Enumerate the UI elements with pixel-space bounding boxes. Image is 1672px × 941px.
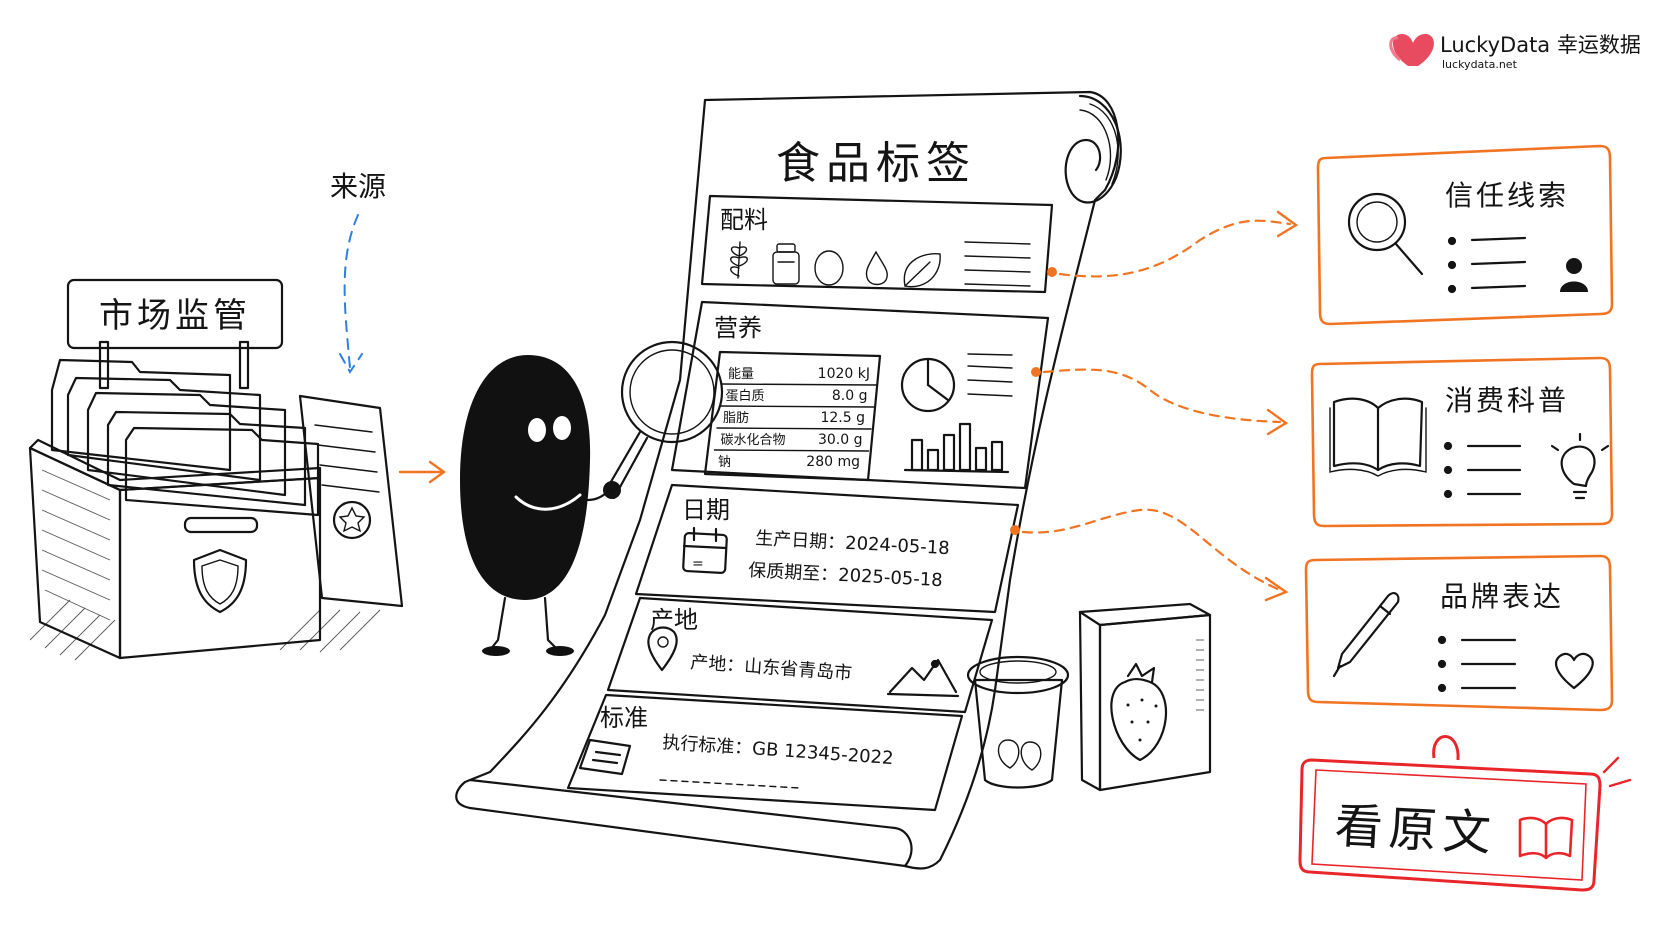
source-label: 来源 [330,170,386,203]
certificate-doc [298,394,404,608]
brand-site: luckydata.net [1442,58,1518,71]
nutrition-row-name: 碳水化合物 [721,433,786,448]
nutrition-table: 能量 1020 kJ 蛋白质 8.0 g 脂肪 12.5 g 碳水化合物 30.0 g 钠 280… [703,350,882,482]
nutrition-row-divider [713,449,870,452]
flow-arrows [1010,210,1299,602]
yogurt-cup [966,655,1070,789]
nutrition-row-name: 钠 [718,455,731,470]
leaf-icon [903,253,941,288]
egg-icon [814,250,844,286]
pie-chart-icon [900,357,956,413]
drop-icon [865,250,888,286]
document-icon [578,738,632,776]
nutrition-heading: 营养 [714,314,762,342]
nutrition-panel: 营养 能量 1020 kJ 蛋白质 8.0 g 脂肪 12.5 g 碳水化合物 30.0 g 钠… [670,300,1050,490]
stamp-label[interactable]: 看原文 [1333,798,1498,862]
output-card-brand: 品牌表达 [1304,554,1614,712]
magnifier-icon [1347,192,1424,276]
strawberry-small-icon [997,739,1020,769]
source-arrow [343,214,359,369]
star-icon [338,506,366,533]
market-sign-label: 市场监管 [99,296,251,336]
svg-text:=: = [692,556,704,572]
output-title-brand: 品牌表达 [1440,580,1564,613]
person-icon [1560,258,1588,292]
output-title-trust: 信任线索 [1445,179,1569,212]
book-icon [1329,397,1427,477]
nutrition-row-divider [716,427,872,430]
nutrition-row-name: 能量 [728,367,754,382]
jar-icon [772,243,800,285]
stamp-book-icon [1518,816,1574,860]
output-card-science: 消费科普 [1310,356,1614,528]
label-title: 食品标签 [776,138,976,189]
shield-icon [192,548,248,614]
date-heading: 日期 [682,496,730,524]
expiry-date: 保质期至：2025-05-18 [748,560,943,591]
nutrition-row-value: 12.5 g [820,410,865,426]
output-card-trust: 信任线索 [1316,144,1614,326]
flow-arrow-box-to-inspector [398,460,447,484]
standard-panel: 标准 执行标准：GB 12345-2022 [566,693,964,812]
market-regulation-box: 市场监管 [28,278,404,661]
file-folders [50,358,320,517]
heart-logo-icon [1392,34,1434,66]
nutrition-row-name: 蛋白质 [726,388,765,404]
nutrition-row-value: 280 mg [806,454,860,470]
market-sign [66,278,284,350]
standard-heading: 标准 [600,704,648,732]
lightbulb-icon [1550,432,1610,500]
origin-panel: 产地 产地：山东省青岛市 [606,596,994,714]
heart-icon [1555,652,1594,690]
view-original-stamp[interactable]: 看原文 [1298,735,1632,892]
nutrition-row-value: 1020 kJ [818,366,870,382]
grain-icon [730,241,748,279]
brand-logo: LuckyData 幸运数据 luckydata.net [1389,33,1641,71]
pen-icon [1332,592,1400,678]
origin-heading: 产地 [650,606,698,634]
output-title-science: 消费科普 [1445,384,1569,417]
production-date: 生产日期：2024-05-18 [755,528,950,559]
bar-chart-icon [903,422,1010,474]
mountain-icon [886,658,960,698]
nutrition-row-divider [721,383,877,386]
nutrition-row-name: 脂肪 [723,410,749,426]
calendar-icon: = [682,526,728,574]
ingredients-heading: 配料 [720,206,768,234]
inspector-character [460,340,724,656]
nutrition-row-value: 8.0 g [832,388,868,404]
date-panel: 日期 = 生产日期：2024-05-18 保质期至：2025-05-18 [634,483,1020,614]
ingredients-panel: 配料 [700,194,1054,294]
nutrition-row-divider [718,405,875,408]
cereal-box [1078,602,1212,792]
nutrition-row-value: 30.0 g [818,432,863,448]
brand-name: LuckyData 幸运数据 [1440,33,1641,57]
location-pin-icon [647,626,678,672]
standard-code: 执行标准：GB 12345-2022 [662,732,894,769]
origin-place: 产地：山东省青岛市 [690,652,853,684]
strawberry-icon [1110,662,1168,762]
